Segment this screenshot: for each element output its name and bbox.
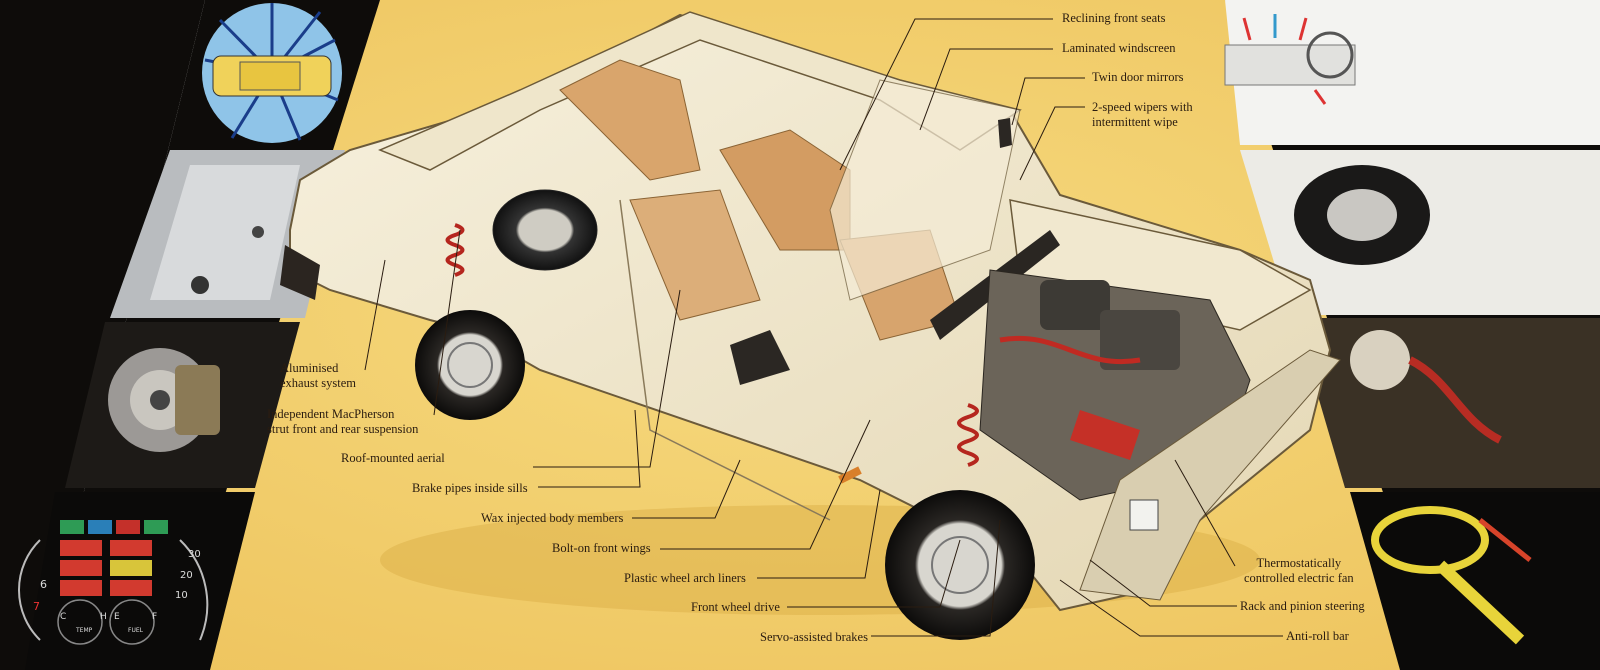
speedo-20-mark: 20 bbox=[180, 570, 193, 581]
callout-servo-brakes: Servo-assisted brakes bbox=[760, 630, 868, 644]
callout-wax-injected: Wax injected body members bbox=[481, 511, 624, 525]
disc-brake-photo bbox=[65, 322, 300, 488]
callout-anti-roll: Anti-roll bar bbox=[1286, 629, 1349, 643]
callout-brake-pipes: Brake pipes inside sills bbox=[412, 481, 528, 495]
fuel-f-mark: F bbox=[152, 612, 158, 622]
callout-electric-fan: Thermostatically controlled electric fan bbox=[1244, 556, 1354, 586]
dashboard-photo bbox=[17, 492, 255, 670]
fuel-e-mark: E bbox=[114, 612, 120, 622]
callout-exhaust: Aluminised exhaust system bbox=[280, 361, 356, 391]
callout-laminated-windscreen: Laminated windscreen bbox=[1062, 41, 1176, 55]
callout-electric-fan-line1: Thermostatically bbox=[1256, 556, 1342, 570]
callout-wipers: 2-speed wipers with intermittent wipe bbox=[1092, 100, 1193, 130]
callout-wipers-line1: 2-speed wipers with bbox=[1092, 100, 1193, 114]
spare-wheel-photo bbox=[1240, 150, 1600, 315]
callout-roof-aerial: Roof-mounted aerial bbox=[341, 451, 445, 465]
fuel-gauge-label: FUEL bbox=[128, 627, 143, 634]
callout-electric-fan-line2: controlled electric fan bbox=[1244, 571, 1354, 585]
callout-plastic-liners: Plastic wheel arch liners bbox=[624, 571, 746, 585]
callout-exhaust-line2: exhaust system bbox=[280, 376, 357, 390]
speedo-10-mark: 10 bbox=[175, 590, 188, 601]
speedo-30-mark: 30 bbox=[188, 549, 201, 560]
callout-twin-door-mirrors: Twin door mirrors bbox=[1092, 70, 1184, 84]
temp-gauge-label: TEMP bbox=[76, 627, 93, 634]
callout-suspension: Independent MacPherson strut front and r… bbox=[267, 407, 418, 437]
temp-h-mark: H bbox=[100, 612, 107, 622]
callout-front-wheel-drive: Front wheel drive bbox=[691, 600, 780, 614]
leader-lines bbox=[364, 18, 1283, 637]
temp-c-mark: C bbox=[60, 612, 67, 622]
car-cutaway bbox=[280, 11, 1341, 640]
callout-exhaust-line1: Aluminised bbox=[280, 361, 339, 375]
callout-suspension-line1: Independent MacPherson bbox=[267, 407, 395, 421]
steering-diagram-photo bbox=[1350, 492, 1600, 670]
callout-suspension-line2: strut front and rear suspension bbox=[267, 422, 419, 436]
callout-reclining-front-seats: Reclining front seats bbox=[1062, 11, 1166, 25]
callout-rack-pinion: Rack and pinion steering bbox=[1240, 599, 1365, 613]
callout-bolt-on-wings: Bolt-on front wings bbox=[552, 541, 651, 555]
ventilation-diagram-photo bbox=[1224, 0, 1600, 145]
tacho-7-mark: 7 bbox=[33, 600, 40, 613]
engine-detail-photo bbox=[1295, 318, 1600, 488]
callout-wipers-line2: intermittent wipe bbox=[1092, 115, 1178, 129]
tacho-6-mark: 6 bbox=[40, 578, 47, 591]
visibility-diagram-photo bbox=[202, 3, 342, 143]
